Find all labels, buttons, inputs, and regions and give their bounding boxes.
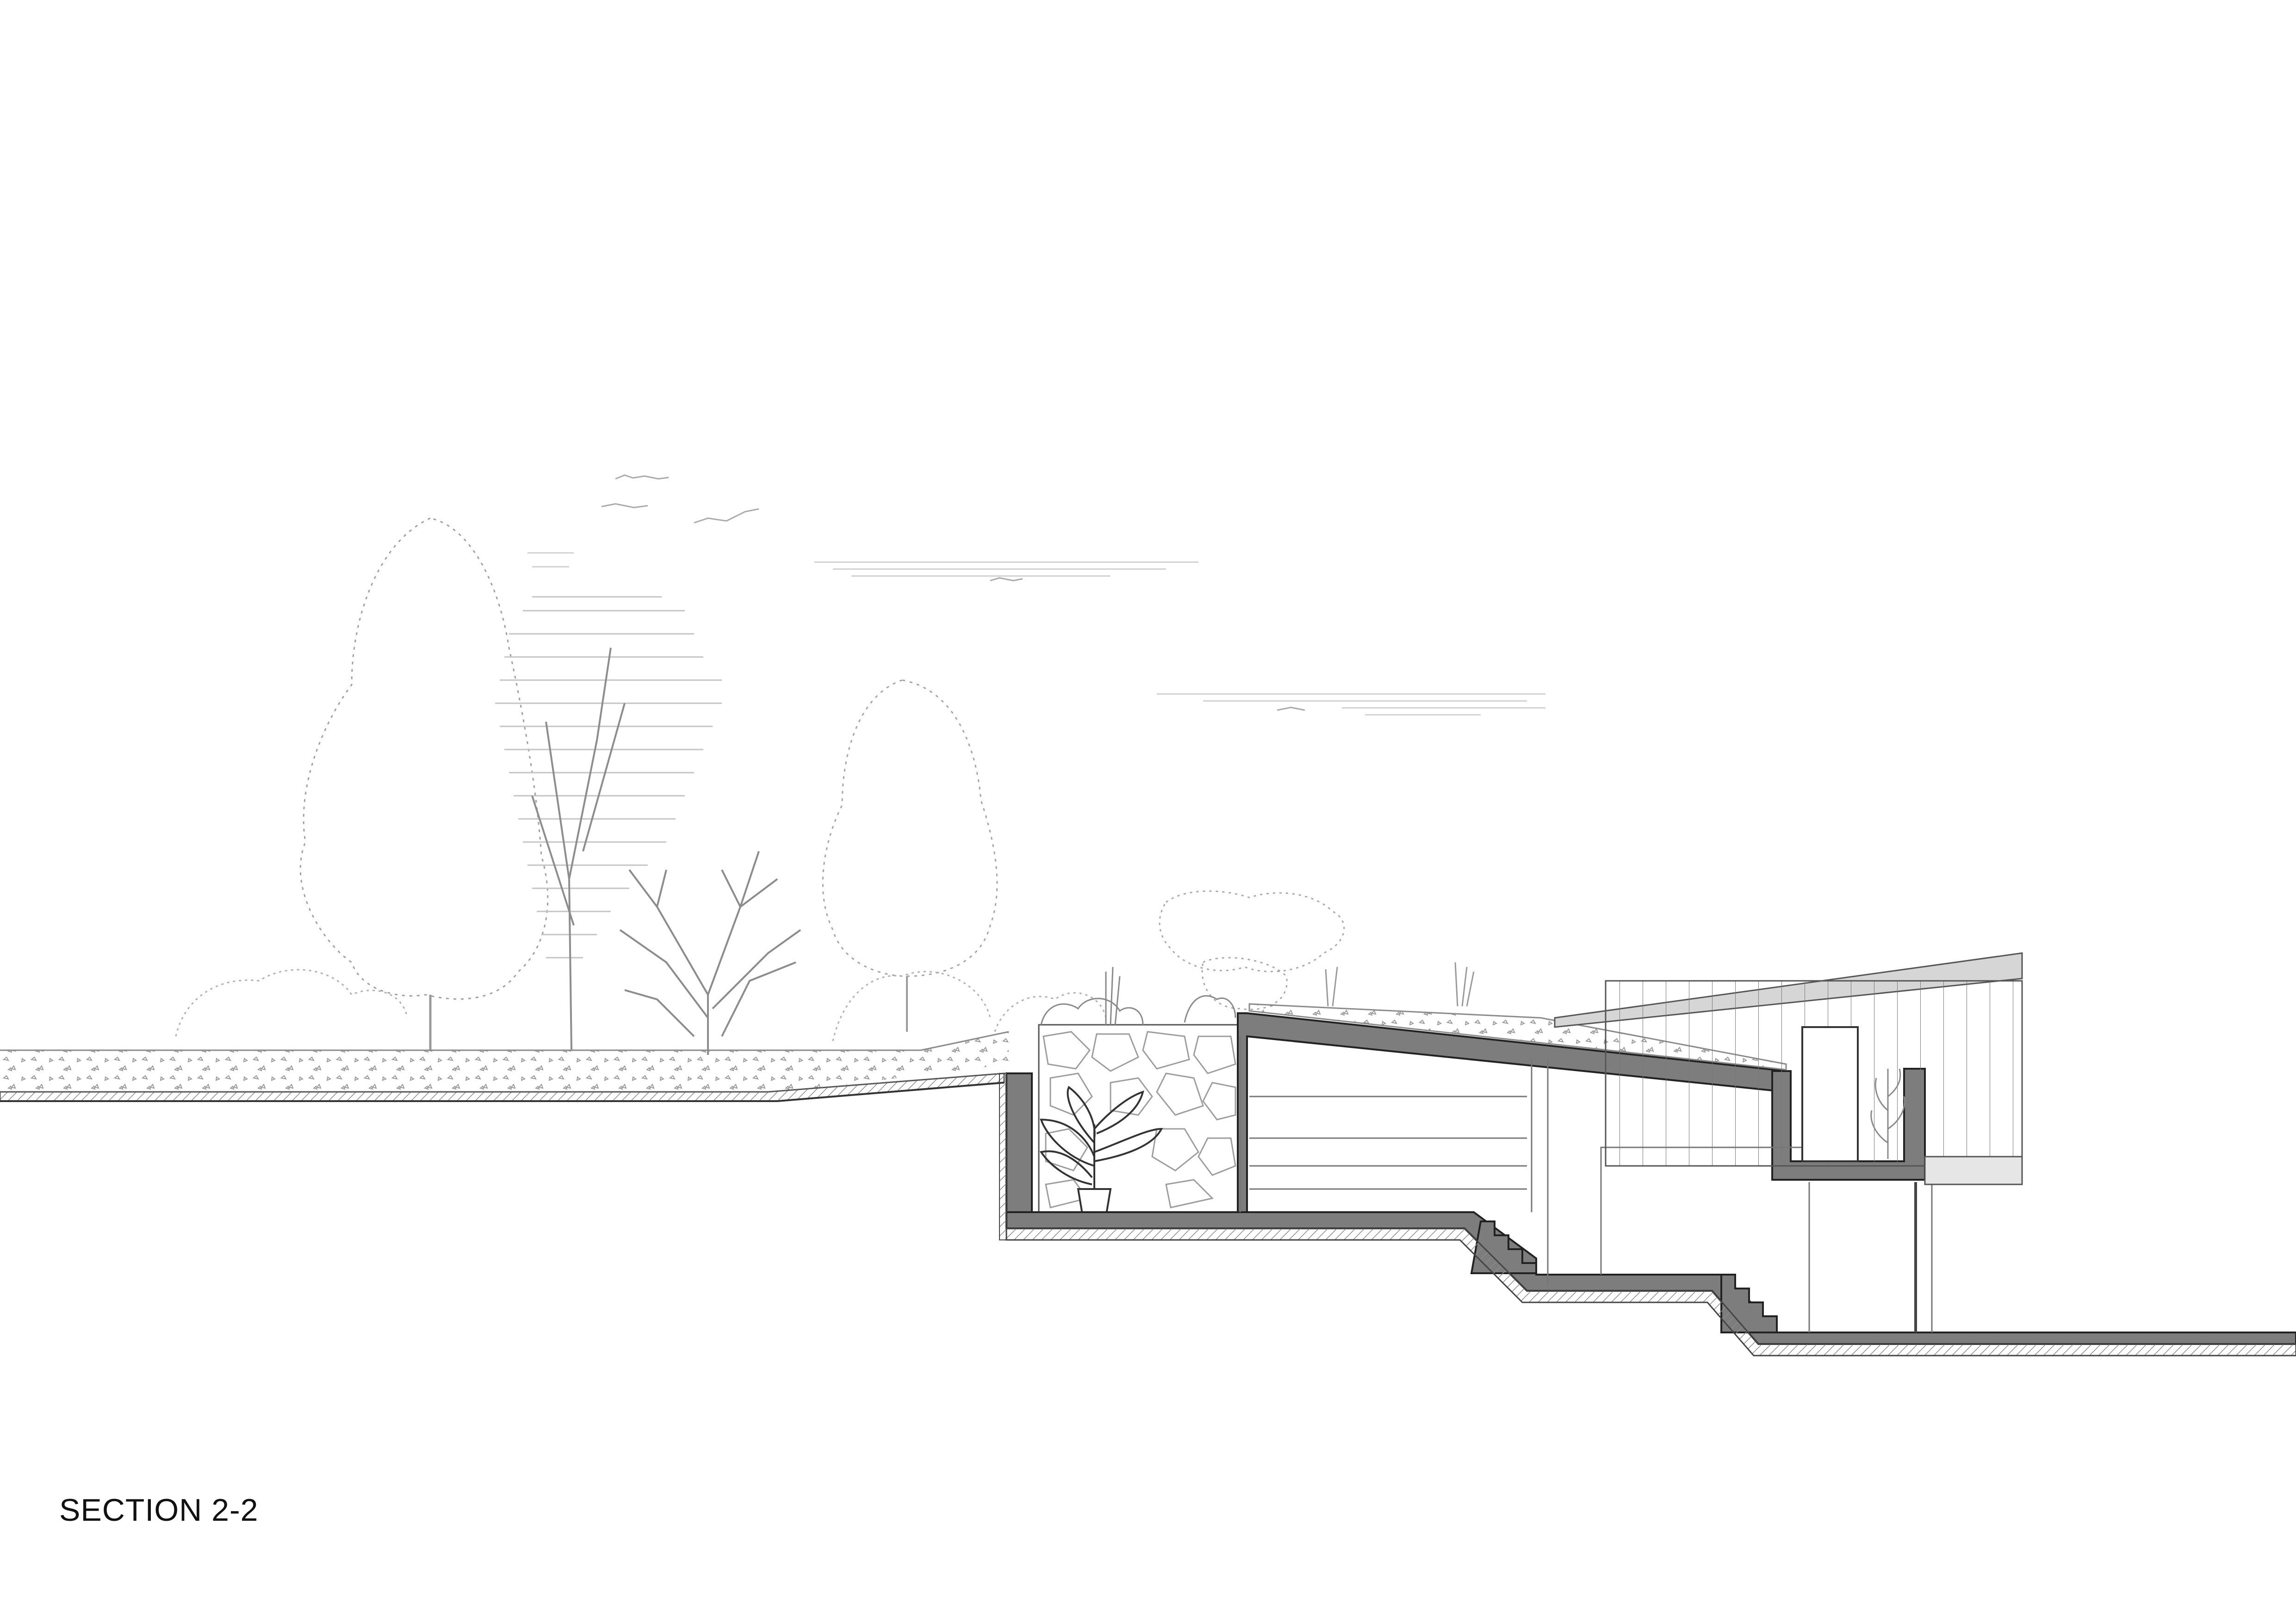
tree-hatched-middle (495, 596, 722, 1051)
planter-plant-right (1870, 1068, 1905, 1159)
shrubs-ground-left (175, 969, 1107, 1041)
rear-building (1554, 952, 2023, 1185)
ground-left (0, 1031, 1009, 1102)
grass-tufts (1325, 962, 1475, 1007)
slab-underside (999, 1073, 2296, 1357)
potted-plant (1039, 1085, 1163, 1218)
section-title: SECTION 2-2 (59, 1493, 259, 1528)
tree-bare-branches (619, 851, 801, 1055)
tree-large-left (299, 517, 549, 1050)
sky-leaf-specks (601, 474, 1305, 711)
interior-room (1239, 1036, 1933, 1332)
sky-sketch-lines (527, 552, 1545, 716)
tree-spreading-far-right (1159, 890, 1345, 1010)
tree-conical-right (822, 679, 998, 1032)
courtyard-stone-wall (1038, 966, 1243, 1220)
